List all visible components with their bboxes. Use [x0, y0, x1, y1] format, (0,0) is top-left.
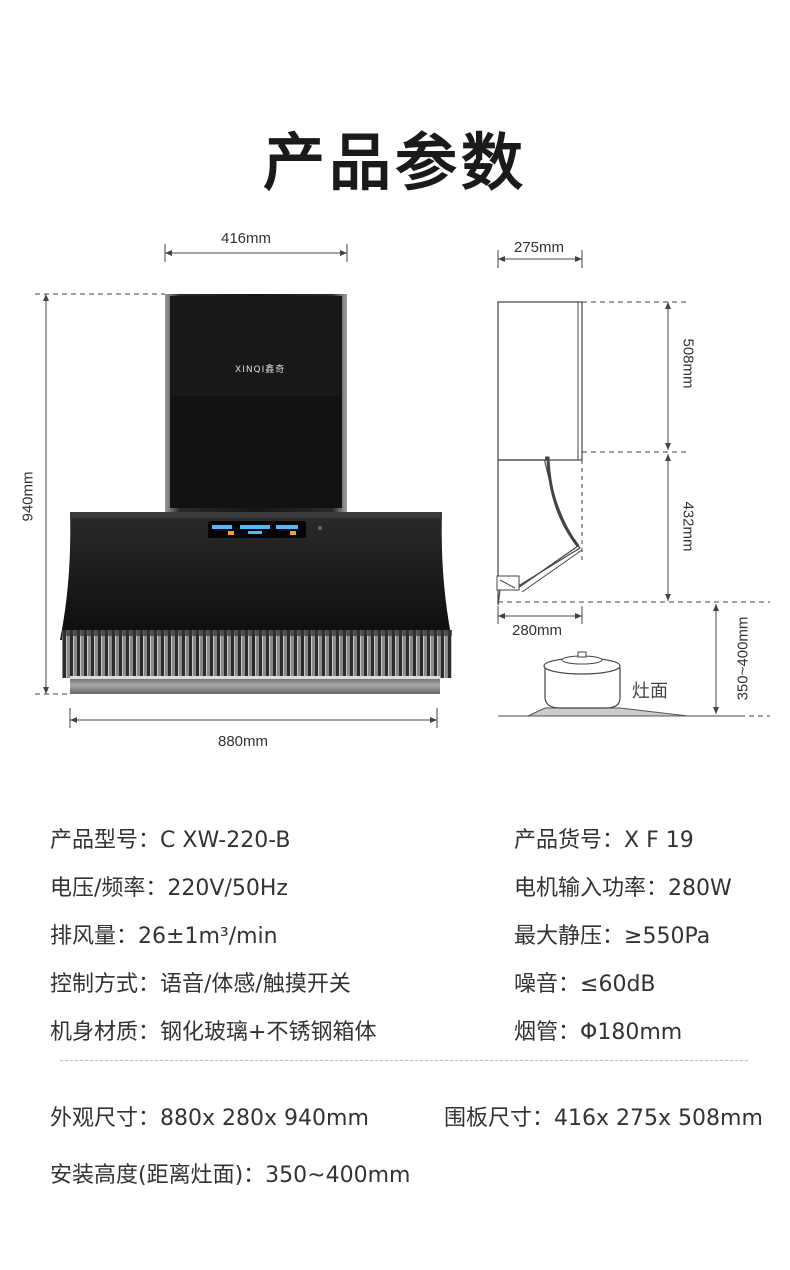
spec-value: C XW-220-B — [160, 828, 291, 853]
spec-label: 烟管： — [514, 1020, 581, 1045]
spec-noise: 噪音：≤60dB — [514, 966, 656, 998]
spec-voltage: 电压/频率：220V/50Hz — [50, 870, 288, 902]
spec-value: 语音/体感/触摸开关 — [160, 972, 351, 997]
spec-value: 26±1m³/min — [138, 924, 278, 949]
spec-value: 220V/50Hz — [167, 876, 288, 901]
spec-label: 噪音： — [514, 972, 581, 997]
stove-label: 灶面 — [632, 681, 668, 702]
spec-value: 880x 280x 940mm — [160, 1106, 369, 1131]
side-lower-height-dimension — [665, 454, 671, 601]
spec-label: 电机输入功率： — [514, 876, 669, 901]
side-lower-height-label: 432mm — [679, 501, 697, 552]
spec-label: 排风量： — [50, 924, 139, 949]
spec-motor-power: 电机输入功率：280W — [514, 870, 732, 902]
spec-value: X F 19 — [624, 828, 694, 853]
spec-control: 控制方式：语音/体感/触摸开关 — [50, 966, 351, 998]
range-hood-front — [60, 294, 452, 694]
spec-label: 控制方式： — [50, 972, 161, 997]
spec-install-height: 安装高度(距离灶面)：350~400mm — [50, 1157, 410, 1189]
spec-airflow: 排风量：26±1m³/min — [50, 918, 278, 950]
side-bottom-width-dimension — [497, 606, 583, 624]
spec-duct: 烟管：Φ180mm — [514, 1014, 682, 1046]
side-guides — [498, 301, 770, 717]
spec-value: 280W — [668, 876, 732, 901]
spec-label: 产品货号： — [514, 828, 625, 853]
spec-material: 机身材质：钢化玻璃+不锈钢箱体 — [50, 1014, 376, 1046]
install-height-dimension — [713, 604, 719, 714]
spec-value: 钢化玻璃+不锈钢箱体 — [160, 1020, 377, 1045]
side-top-width-dimension — [497, 250, 583, 268]
front-base-width-label: 880mm — [218, 733, 269, 750]
install-height-label: 350~400mm — [734, 616, 752, 701]
front-width-dimension — [164, 244, 348, 262]
spec-label: 产品型号： — [50, 828, 161, 853]
side-upper-height-dimension — [665, 302, 671, 450]
front-width-label: 416mm — [221, 230, 272, 247]
spec-model: 产品型号：C XW-220-B — [50, 822, 290, 854]
spec-label: 机身材质： — [50, 1020, 161, 1045]
spec-value: 416x 275x 508mm — [554, 1106, 763, 1131]
section-divider — [60, 1060, 748, 1061]
side-upper-height-label: 508mm — [679, 338, 697, 389]
spec-value: ≤60dB — [580, 972, 656, 997]
spec-label: 外观尺寸： — [50, 1106, 161, 1131]
spec-outer-size: 外观尺寸：880x 280x 940mm — [50, 1100, 369, 1132]
spec-value: 350~400mm — [265, 1163, 411, 1188]
spec-label: 电压/频率： — [50, 876, 168, 901]
front-base-dimension — [69, 708, 438, 728]
spec-label: 围板尺寸： — [444, 1106, 555, 1131]
spec-panel-size: 围板尺寸：416x 275x 508mm — [444, 1100, 763, 1132]
front-height-dimension — [35, 293, 165, 695]
stove-pot — [498, 651, 740, 717]
spec-value: ≥550Pa — [624, 924, 711, 949]
spec-value: Φ180mm — [580, 1020, 683, 1045]
side-bottom-width-label: 280mm — [512, 622, 563, 639]
spec-label: 最大静压： — [514, 924, 625, 949]
spec-max-pressure: 最大静压：≥550Pa — [514, 918, 710, 950]
front-height-label: 940mm — [19, 471, 37, 522]
side-outline — [496, 301, 583, 606]
side-top-width-label: 275mm — [514, 239, 565, 256]
brand-logo: XINQI鑫奇 — [235, 365, 286, 375]
dimension-drawing — [35, 244, 770, 728]
spec-label: 安装高度(距离灶面)： — [50, 1163, 266, 1188]
spec-item-no: 产品货号：X F 19 — [514, 822, 694, 854]
page-title: 产品参数 — [262, 126, 527, 199]
